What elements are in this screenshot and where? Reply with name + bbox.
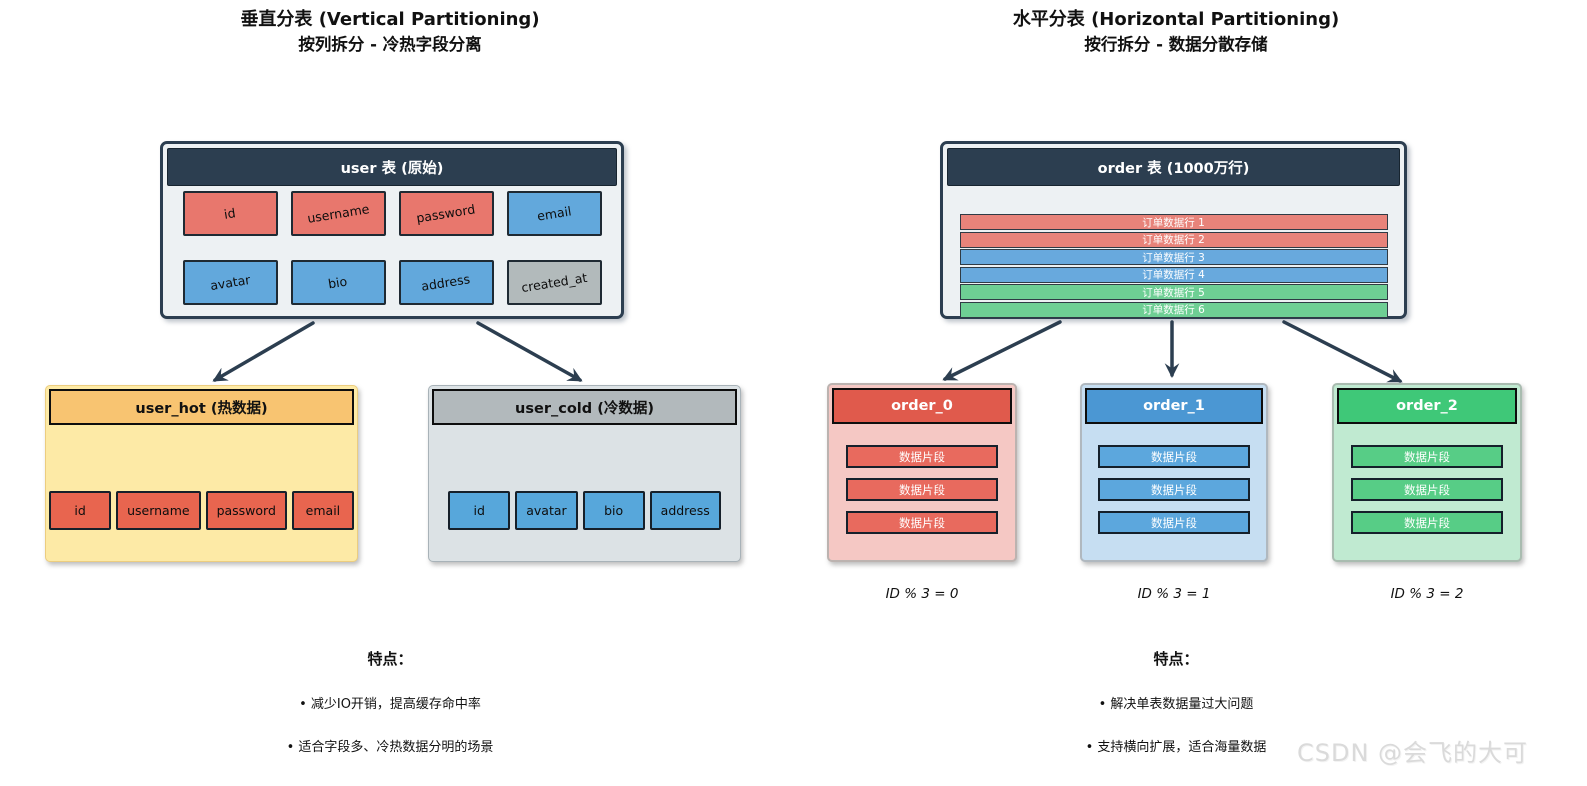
user-cold-table-header: user_cold (冷数据): [432, 389, 737, 425]
horizontal-feature-item-2: • 支持横向扩展，适合海量数据: [1085, 740, 1267, 755]
field-address: address: [398, 260, 494, 305]
field-password: password: [398, 191, 494, 236]
horizontal-features-heading: 特点：: [1153, 650, 1199, 668]
field-id-label: id: [223, 205, 237, 222]
field-avatar-label: avatar: [208, 271, 252, 294]
order-shard-1-table: order_1 数据片段 数据片段 数据片段: [1080, 383, 1268, 562]
field-email-label: email: [535, 203, 573, 224]
shard-0-segment-1: 数据片段: [846, 445, 998, 468]
order-shard-2-table: order_2 数据片段 数据片段 数据片段: [1332, 383, 1522, 562]
user-cold-fields: id avatar bio address: [429, 491, 740, 530]
arrow-order-to-shard2-icon: [1282, 320, 1403, 383]
shard-0-caption: ID % 3 = 0: [885, 586, 959, 602]
field-password-label: password: [415, 201, 477, 226]
order-row-6: 订单数据行 6: [959, 301, 1388, 318]
order-source-table-header: order 表 (1000万行): [947, 148, 1400, 186]
field-email: email: [506, 191, 602, 236]
field-created-at-label: created_at: [520, 269, 588, 296]
arrow-order-to-shard0-icon: [942, 320, 1062, 381]
user-hot-table: user_hot (热数据) id username password emai…: [45, 385, 358, 562]
field-address-label: address: [420, 271, 472, 294]
order-row-1: 订单数据行 1: [959, 214, 1388, 230]
shard-1-caption: ID % 3 = 1: [1137, 586, 1211, 602]
field-username: username: [290, 191, 386, 236]
order-row-5: 订单数据行 5: [959, 284, 1388, 300]
order-row-4: 订单数据行 4: [959, 266, 1388, 283]
shard-1-segment-2: 数据片段: [1098, 478, 1250, 501]
user-source-table: user 表 (原始) id username password email a…: [160, 141, 624, 319]
cold-field-bio: bio: [582, 491, 645, 530]
horizontal-title-line2: 按行拆分 - 数据分散存储: [1084, 35, 1268, 55]
horizontal-feature-item-1: • 解决单表数据量过大问题: [1098, 697, 1254, 712]
shard-2-segment-2: 数据片段: [1351, 478, 1503, 501]
horizontal-partitioning-title: 水平分表 (Horizontal Partitioning) 按行拆分 - 数据…: [883, 7, 1469, 57]
field-avatar: avatar: [182, 260, 278, 305]
user-source-row2: avatar bio address created_at: [163, 260, 621, 305]
cold-field-address: address: [649, 491, 721, 530]
hot-field-password: password: [205, 491, 287, 530]
horizontal-features: 特点： • 解决单表数据量过大问题 • 支持横向扩展，适合海量数据: [883, 648, 1469, 755]
horizontal-title-line1: 水平分表 (Horizontal Partitioning): [1012, 9, 1340, 30]
shard-0-segment-2: 数据片段: [846, 478, 998, 501]
order-row-2: 订单数据行 2: [959, 231, 1388, 248]
field-created-at: created_at: [506, 260, 602, 305]
shard-0-segment-3: 数据片段: [846, 511, 998, 534]
arrow-user-to-cold-icon: [476, 321, 583, 382]
vertical-partitioning-title: 垂直分表 (Vertical Partitioning) 按列拆分 - 冷热字段…: [95, 7, 685, 57]
order-shard-1-header: order_1: [1085, 388, 1263, 424]
field-username-label: username: [305, 201, 371, 226]
vertical-feature-item-1: • 减少IO开销，提高缓存命中率: [299, 697, 481, 712]
order-row-3: 订单数据行 3: [959, 249, 1388, 265]
user-source-table-header: user 表 (原始): [167, 148, 617, 186]
field-bio-label: bio: [327, 273, 349, 292]
vertical-features-heading: 特点：: [367, 650, 413, 668]
shard-2-caption: ID % 3 = 2: [1390, 586, 1464, 602]
order-shard-0-table: order_0 数据片段 数据片段 数据片段: [827, 383, 1017, 562]
field-bio: bio: [290, 260, 386, 305]
vertical-features: 特点： • 减少IO开销，提高缓存命中率 • 适合字段多、冷热数据分明的场景: [95, 648, 685, 755]
shard-1-segment-1: 数据片段: [1098, 445, 1250, 468]
order-shard-2-header: order_2: [1337, 388, 1517, 424]
arrow-user-to-hot-icon: [212, 321, 315, 382]
vertical-title-line2: 按列拆分 - 冷热字段分离: [298, 35, 482, 55]
shard-2-segment-1: 数据片段: [1351, 445, 1503, 468]
order-shard-0-header: order_0: [832, 388, 1012, 424]
cold-field-id: id: [448, 491, 511, 530]
hot-field-email: email: [291, 491, 354, 530]
csdn-watermark: CSDN @会飞的大可: [1297, 739, 1529, 767]
shard-1-segment-3: 数据片段: [1098, 511, 1250, 534]
hot-field-username: username: [116, 491, 201, 530]
shard-2-segment-3: 数据片段: [1351, 511, 1503, 534]
vertical-title-line1: 垂直分表 (Vertical Partitioning): [240, 9, 540, 30]
field-id: id: [182, 191, 278, 236]
user-source-row1: id username password email: [163, 191, 621, 236]
user-hot-fields: id username password email: [46, 491, 357, 530]
hot-field-id: id: [49, 491, 112, 530]
order-source-table: order 表 (1000万行) 订单数据行 1 订单数据行 2 订单数据行 3…: [940, 141, 1407, 319]
cold-field-avatar: avatar: [515, 491, 578, 530]
user-cold-table: user_cold (冷数据) id avatar bio address: [428, 385, 741, 562]
user-hot-table-header: user_hot (热数据): [49, 389, 354, 425]
vertical-feature-item-2: • 适合字段多、冷热数据分明的场景: [286, 740, 494, 755]
